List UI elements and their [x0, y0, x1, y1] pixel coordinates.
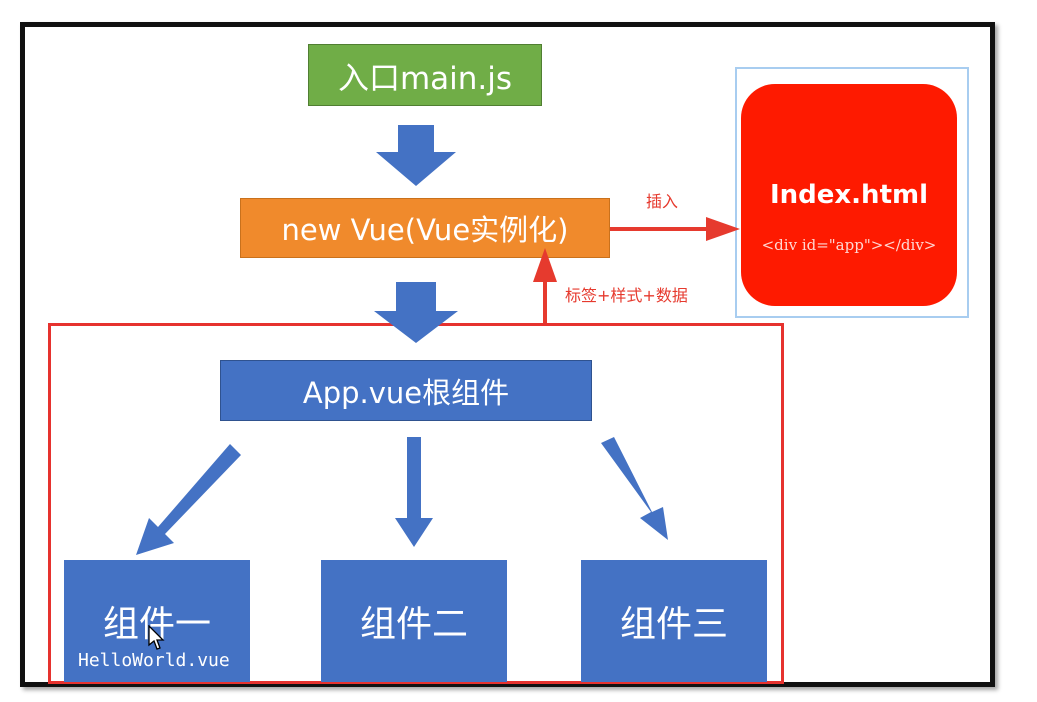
- arrow-entry-to-vue: [376, 125, 456, 186]
- arrow-app-to-component-two: [395, 437, 433, 547]
- component-one-filename: HelloWorld.vue: [78, 650, 230, 671]
- app-root-component-box: App.vue根组件: [220, 360, 592, 421]
- component-three-box: 组件三: [581, 560, 767, 682]
- app-root-component-label: App.vue根组件: [302, 375, 510, 410]
- index-html-box: [741, 84, 957, 306]
- index-html-title: Index.html: [769, 180, 929, 210]
- index-html-code: <div id="app"></div>: [761, 236, 937, 254]
- arrow-vue-to-app: [374, 282, 458, 343]
- entry-main-js-label: 入口main.js: [337, 60, 513, 97]
- entry-main-js-box: 入口main.js: [308, 44, 542, 106]
- component-two-label: 组件二: [359, 604, 468, 645]
- component-three-label: 组件三: [619, 604, 728, 645]
- arrow-insert-to-index: [610, 217, 740, 241]
- component-two-box: 组件二: [321, 560, 507, 682]
- vue-instance-label: new Vue(Vue实例化): [281, 213, 569, 247]
- arrow-app-to-component-three: [601, 437, 668, 540]
- component-one-box: 组件一: [64, 560, 250, 682]
- arrow-data-to-vue: [533, 248, 557, 323]
- insert-label: 插入: [646, 192, 679, 211]
- data-flow-label: 标签+样式+数据: [565, 286, 688, 305]
- mouse-cursor-icon: [148, 625, 165, 650]
- vue-instance-box: new Vue(Vue实例化): [240, 198, 610, 258]
- arrow-app-to-component-one: [136, 444, 241, 555]
